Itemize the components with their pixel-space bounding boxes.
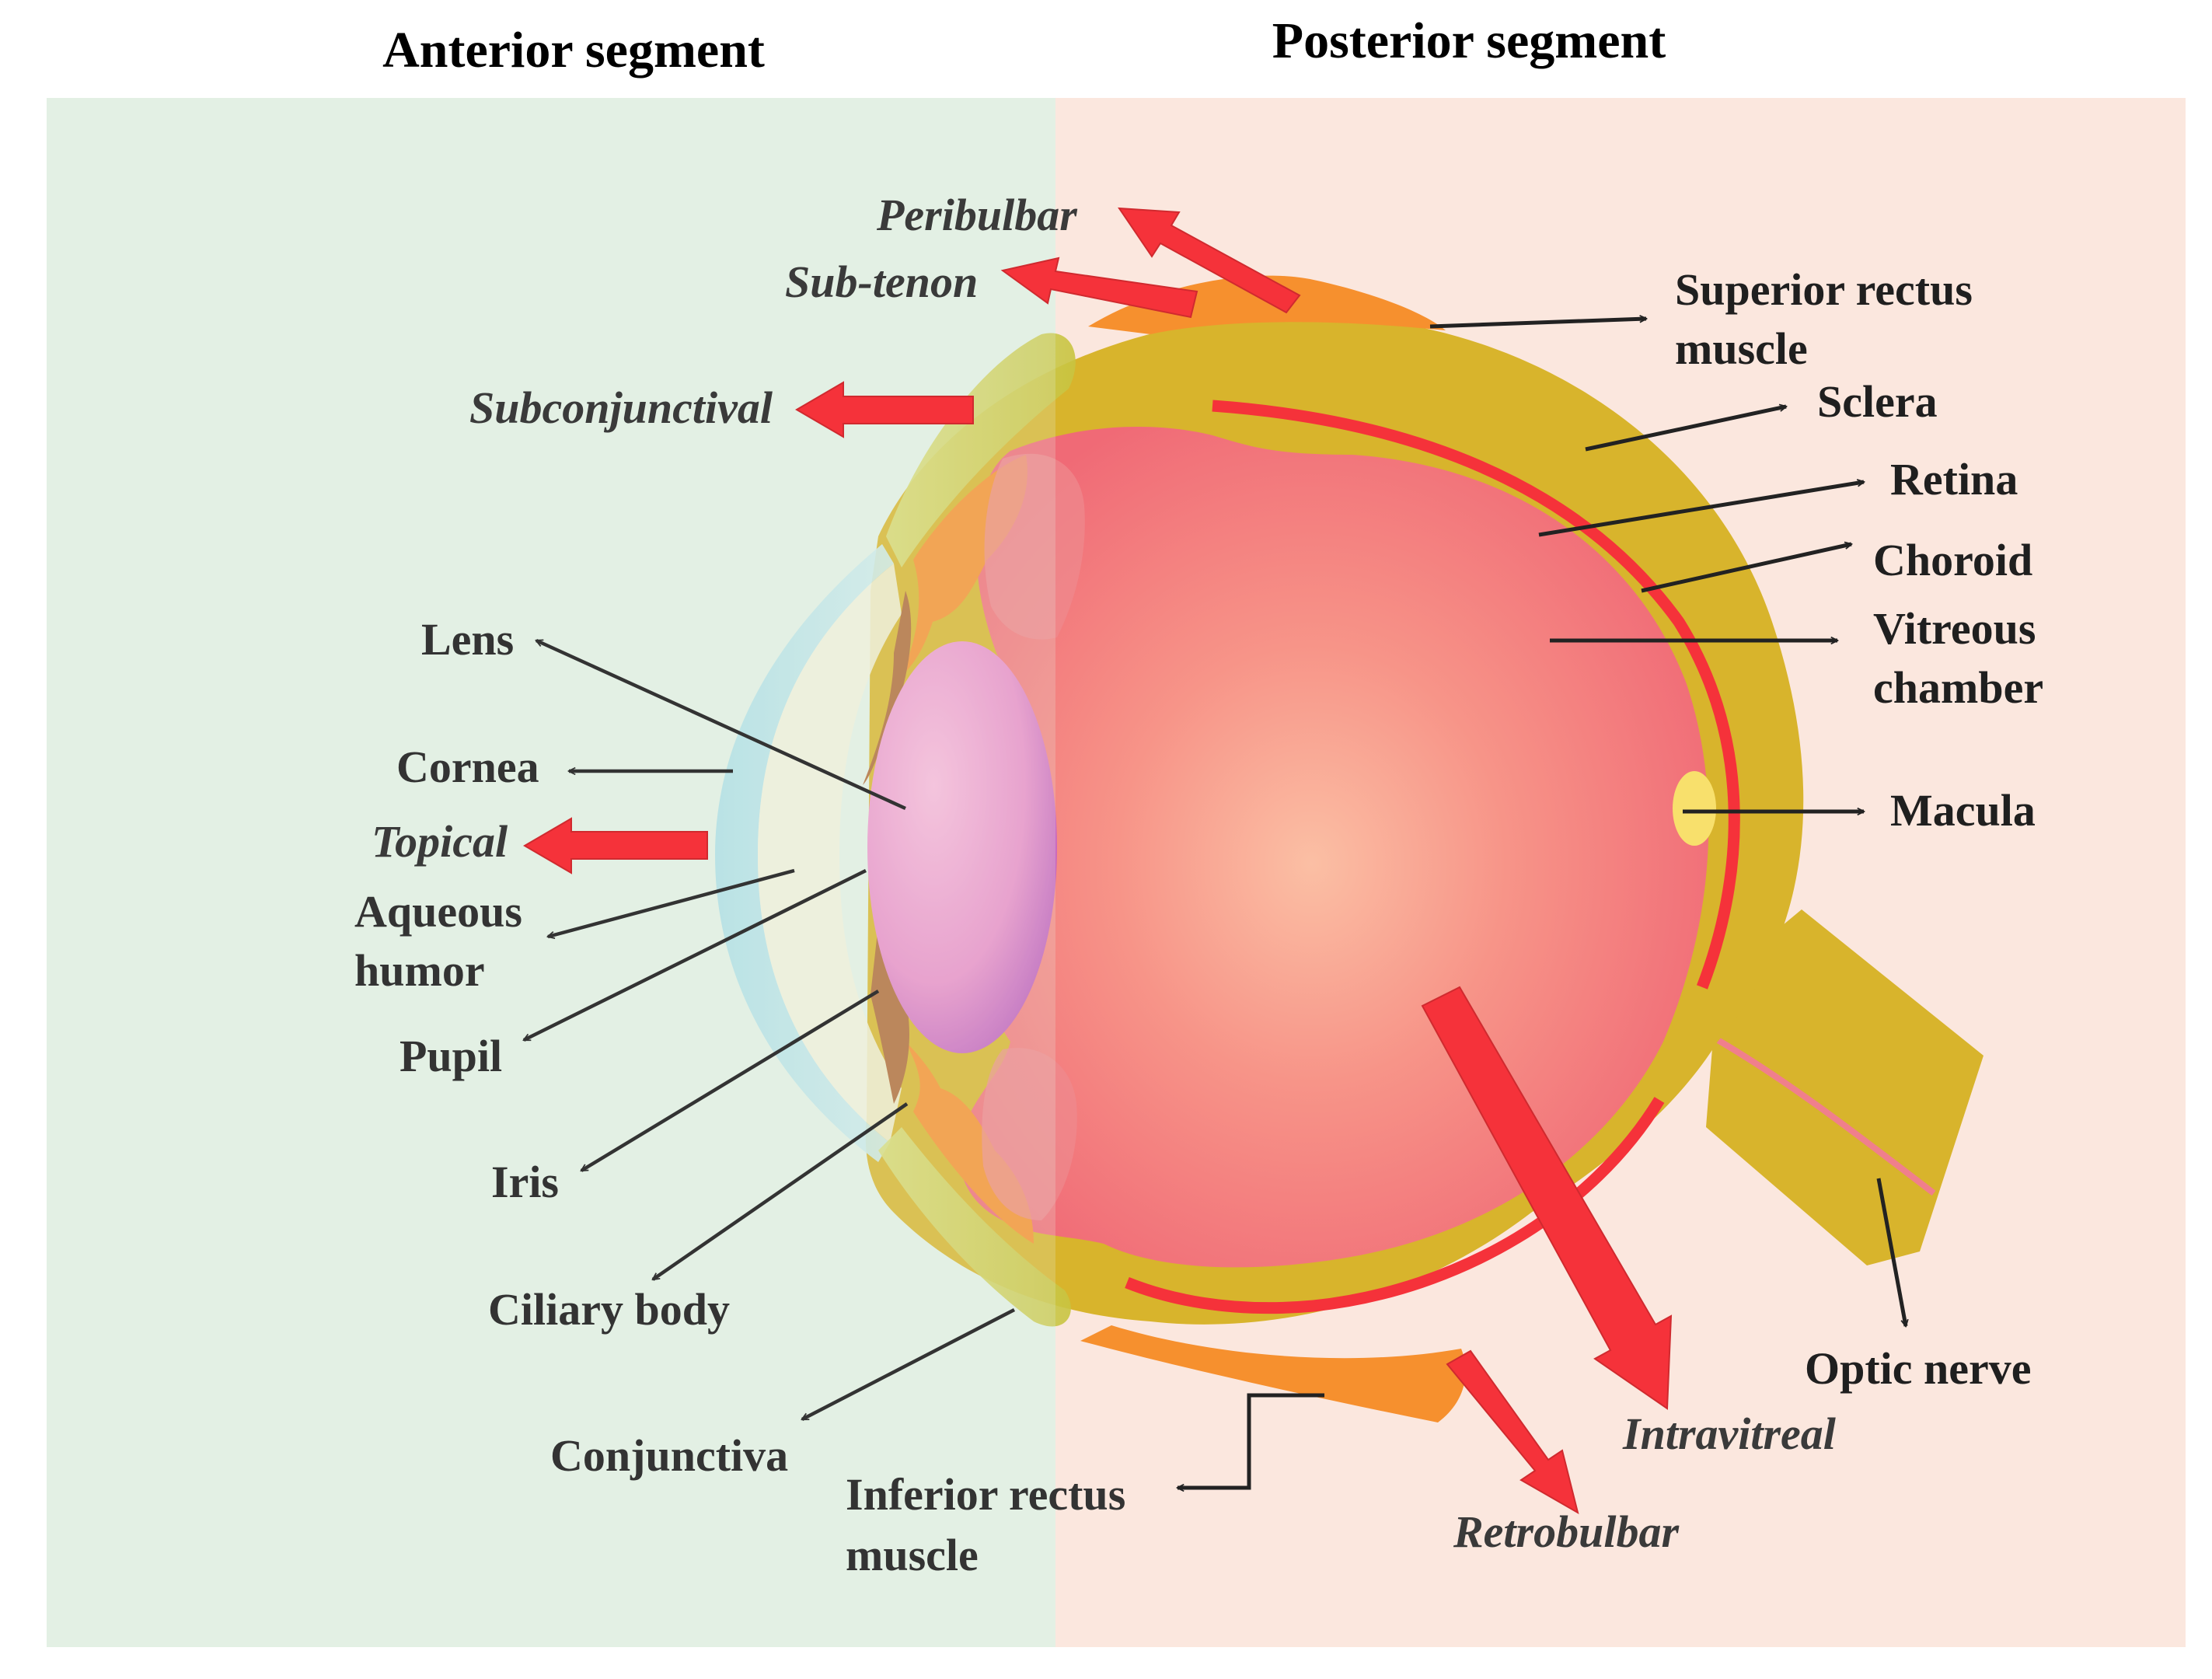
pointer-ciliary-body (653, 1102, 909, 1281)
aqueous-humor-shape (758, 564, 902, 1143)
sub-tenon-arrow (1000, 257, 1198, 319)
inferior-rectus-muscle-shape (1080, 1325, 1466, 1422)
label-vitreous-line1: Vitreous (1873, 603, 2036, 654)
route-label-topical: Topical (372, 816, 508, 867)
route-label-sub-tenon: Sub-tenon (785, 257, 978, 307)
pointer-optic-nerve (1876, 1178, 1906, 1326)
cornea-shape (715, 544, 894, 1162)
label-cornea: Cornea (396, 742, 539, 792)
label-lens: Lens (421, 614, 514, 665)
label-inferior-rectus-line2: muscle (846, 1530, 979, 1580)
label-sclera: Sclera (1817, 376, 1938, 427)
vitreous-chamber-shape (959, 426, 1709, 1268)
lens-shape (867, 641, 1057, 1053)
label-optic-nerve: Optic nerve (1805, 1343, 2032, 1394)
label-conjunctiva: Conjunctiva (550, 1430, 788, 1481)
route-label-subconjunctival: Subconjunctival (469, 382, 773, 433)
anterior-segment-header: Anterior segment (382, 22, 765, 79)
label-macula: Macula (1890, 785, 2036, 836)
label-retina: Retina (1890, 454, 2018, 504)
ciliary-bulge-lower (982, 1048, 1077, 1220)
macula-spot (1673, 771, 1716, 846)
anterior-tint-overlay (47, 98, 1055, 1647)
choroid-line-lower (1125, 1097, 1665, 1314)
pointer-superior-rectus (1429, 319, 1646, 329)
optic-nerve-vessel (1711, 1035, 1936, 1196)
label-vitreous-line2: chamber (1873, 662, 2043, 713)
conjunctiva-upper-shape (886, 333, 1076, 567)
pointer-aqueous-humor (548, 868, 795, 937)
iris-lower-shape (870, 925, 909, 1104)
label-choroid: Choroid (1873, 535, 2032, 585)
pointer-iris (581, 990, 880, 1172)
label-inferior-rectus-line1: Inferior rectus (846, 1469, 1125, 1520)
pointer-lines (524, 319, 1906, 1488)
label-superior-rectus-line2: muscle (1675, 323, 1808, 374)
pointer-pupil (524, 868, 867, 1042)
label-aqueous-line1: Aqueous (354, 886, 522, 937)
choroid-line-upper (1212, 400, 1740, 990)
iris-upper-shape (863, 591, 912, 785)
label-ciliary-body: Ciliary body (488, 1284, 730, 1335)
peribulbar-arrow (1118, 207, 1301, 314)
route-label-peribulbar: Peribulbar (876, 190, 1077, 240)
topical-arrow (523, 817, 708, 874)
subconjunctival-arrow (795, 381, 974, 438)
label-pupil: Pupil (399, 1031, 502, 1081)
route-label-intravitreal: Intravitreal (1622, 1408, 1837, 1459)
posterior-segment-header: Posterior segment (1272, 12, 1666, 69)
pointer-choroid (1641, 544, 1851, 593)
label-superior-rectus-line1: Superior rectus (1675, 264, 1973, 315)
retrobulbar-arrow (1446, 1349, 1579, 1515)
label-iris: Iris (491, 1157, 559, 1207)
route-label-retrobulbar: Retrobulbar (1453, 1506, 1679, 1557)
eye-cross-section (47, 98, 1983, 1647)
pointer-sclera (1585, 407, 1786, 452)
pointer-conjunctiva (802, 1308, 1016, 1421)
route-arrows (523, 207, 1673, 1515)
intravitreal-arrow (1421, 986, 1673, 1410)
pointer-lens (536, 638, 906, 811)
label-aqueous-line2: humor (354, 945, 485, 996)
ciliary-bulge-upper (984, 453, 1085, 640)
pointer-retina (1538, 482, 1864, 537)
conjunctiva-lower-shape (878, 1127, 1071, 1327)
pointer-inferior-rectus (1178, 1393, 1324, 1488)
